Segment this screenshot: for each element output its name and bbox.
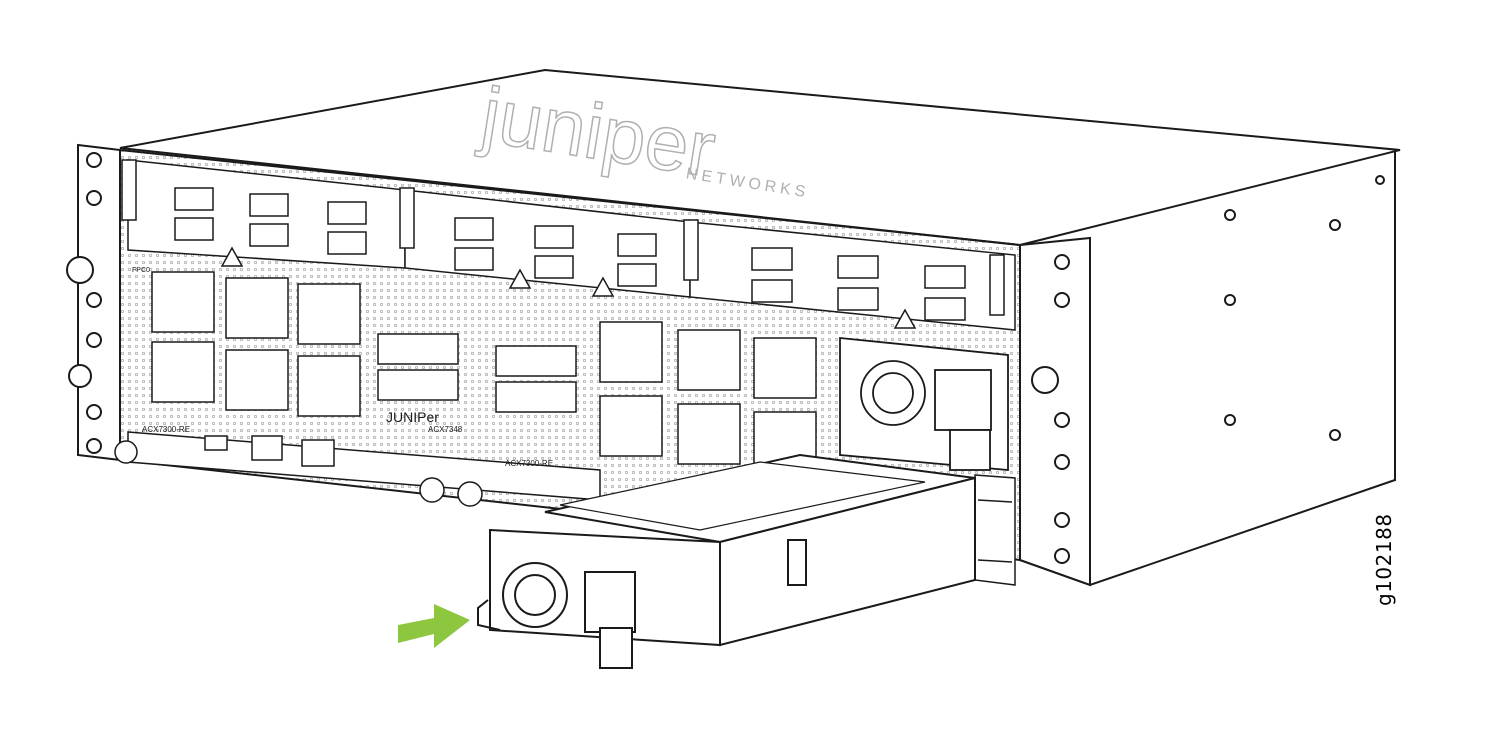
routing-engine-slots: ACX7300-RE ACX7300-RE	[114, 425, 601, 507]
left-rack-ear	[66, 143, 121, 462]
right-rack-ear	[1019, 236, 1091, 587]
fpc-card-row	[121, 159, 1016, 331]
re-label-1: ACX7300-RE	[142, 425, 190, 434]
figure-id-label: g102188	[1372, 513, 1396, 606]
insert-direction-arrow	[398, 604, 470, 648]
model-label: ACX7348	[428, 425, 463, 434]
psu-module-being-inserted	[477, 453, 976, 669]
right-thumbscrew	[1031, 366, 1059, 394]
re-label-2: ACX7300-RE	[505, 459, 553, 468]
left-thumbscrew	[66, 256, 94, 284]
base-port-area: JUNIPer ACX7348 FPC0	[132, 267, 817, 465]
installed-power-supply	[839, 337, 1009, 471]
empty-psu-bay	[974, 474, 1016, 586]
front-logo: JUNIPer	[386, 409, 439, 425]
fpc0-label: FPC0	[132, 267, 150, 274]
